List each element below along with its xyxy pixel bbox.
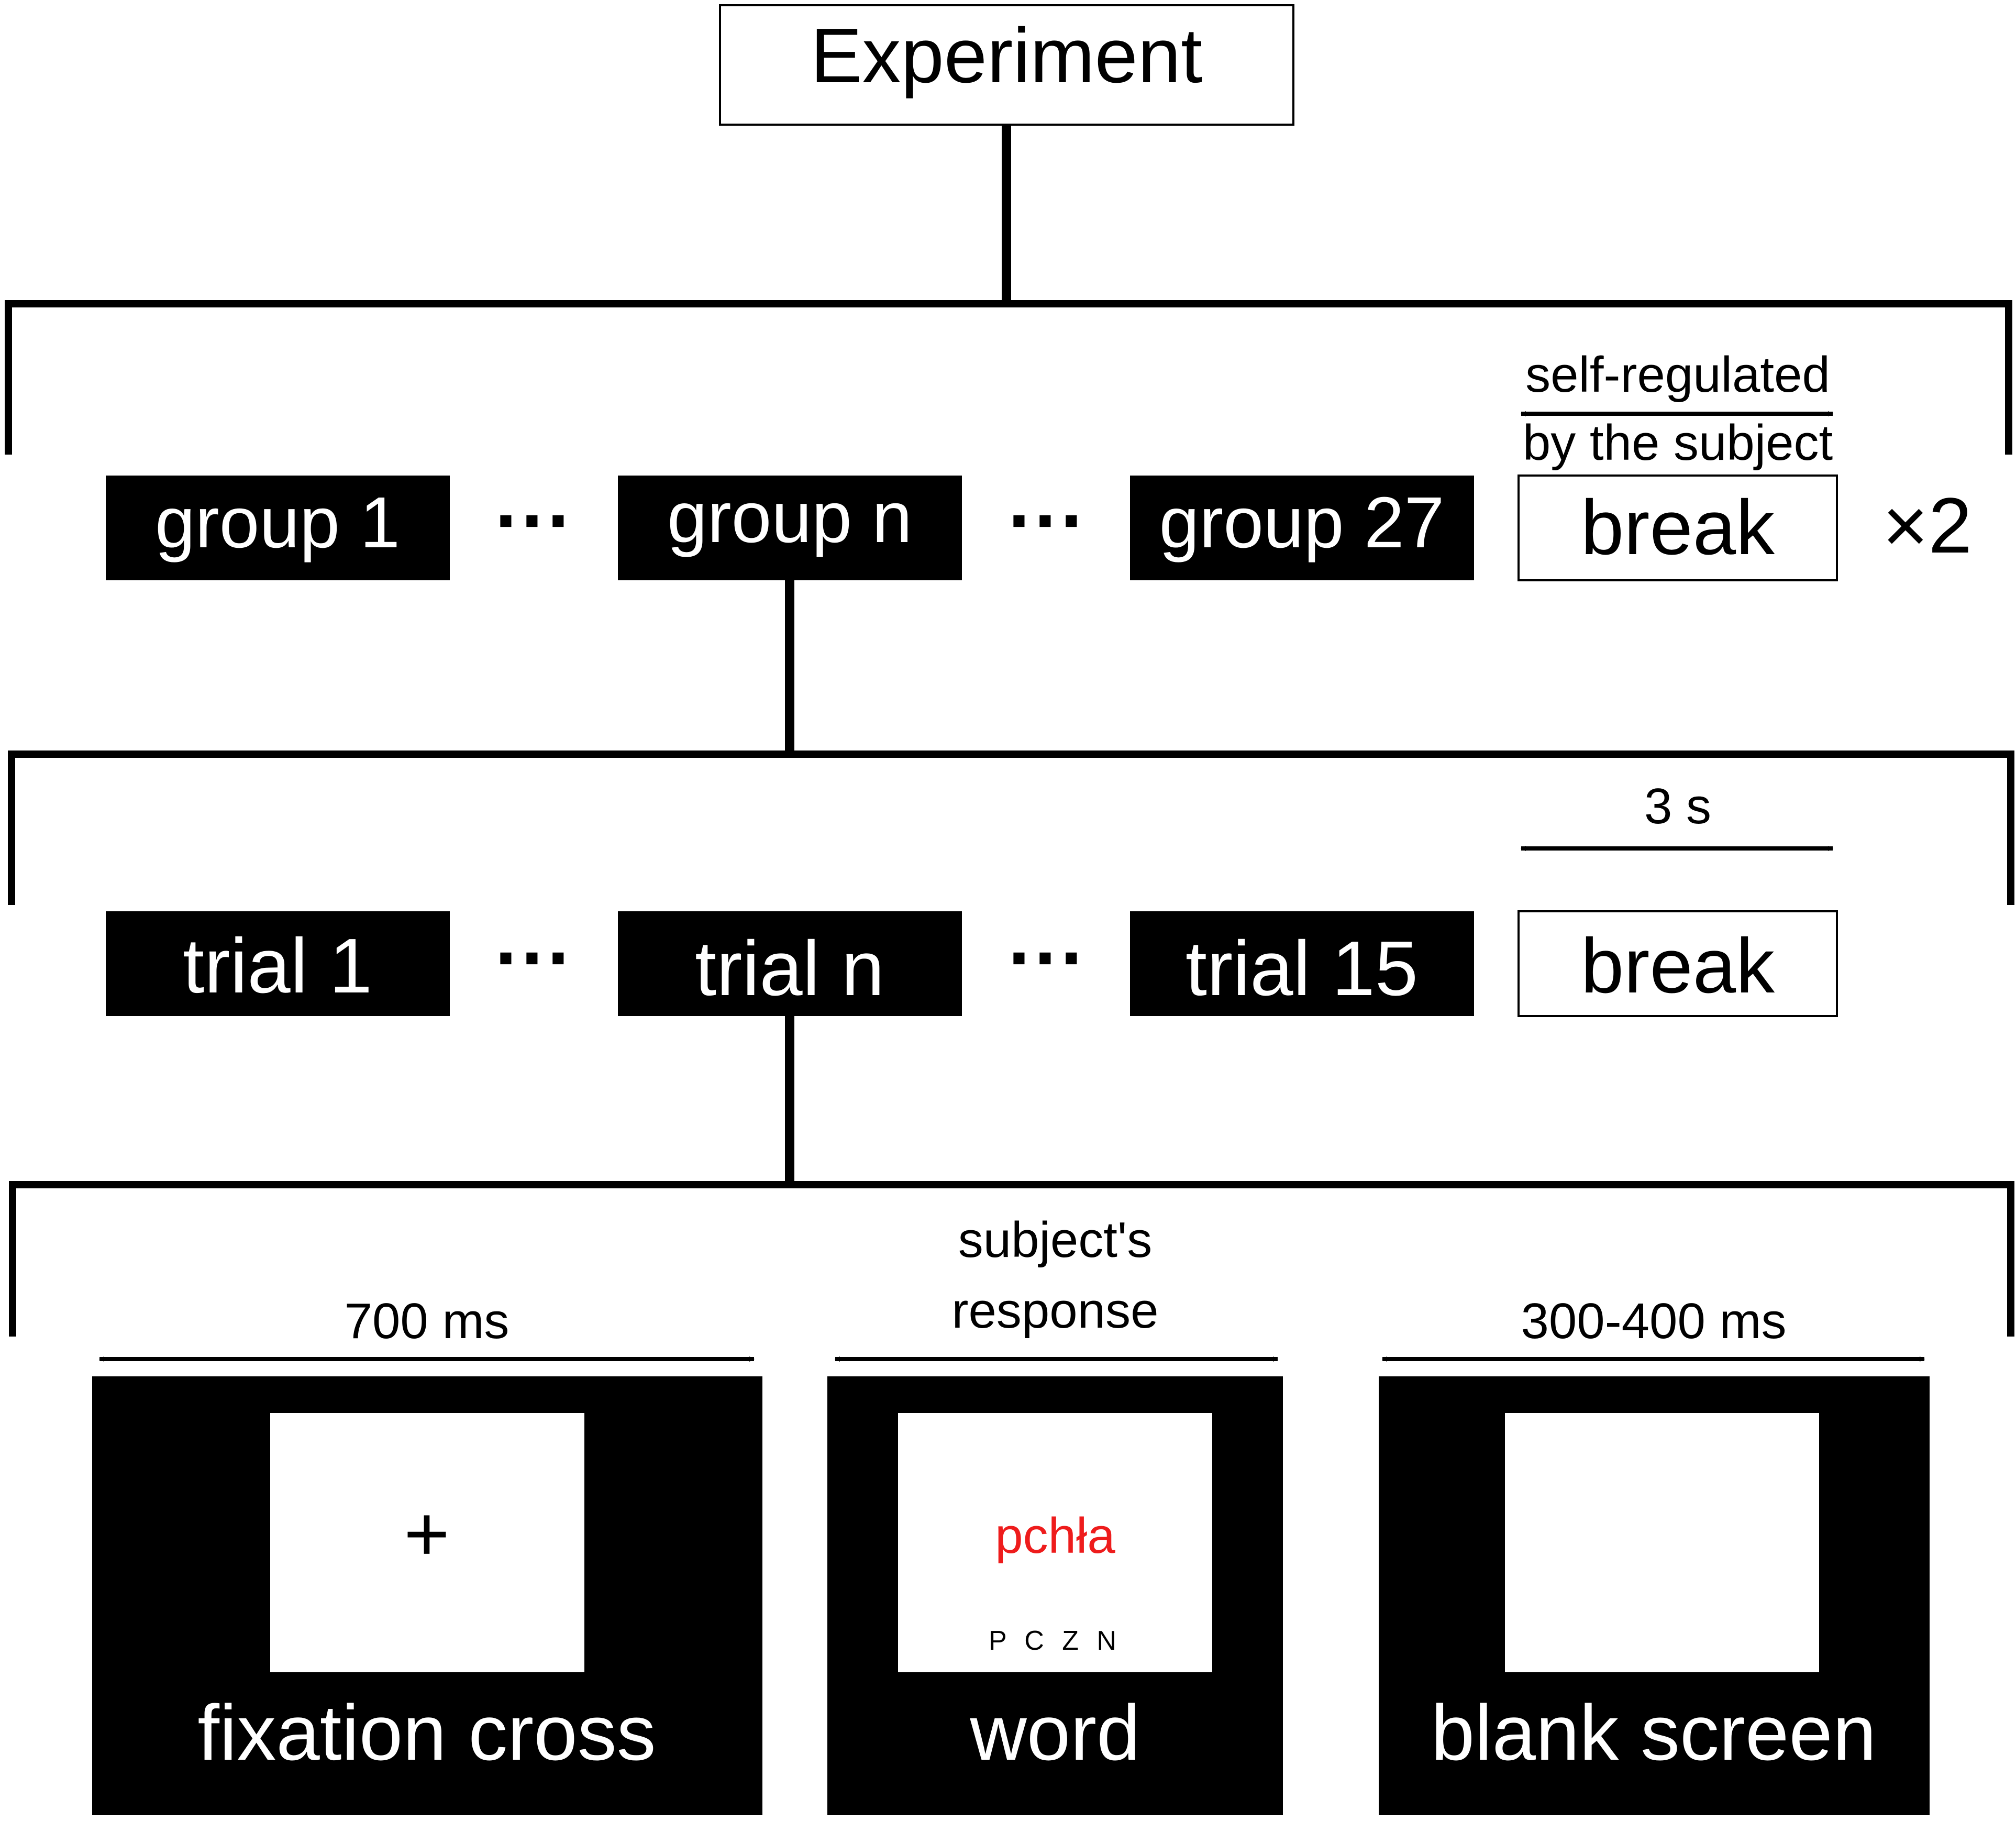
word-duration-line2: response <box>952 1283 1159 1339</box>
group-break-block: break <box>1517 474 1838 581</box>
group-ellipsis-right: ··· <box>1008 476 1087 564</box>
fixation-screen: + fixation cross <box>92 1376 762 1815</box>
group-block-label: group n <box>667 477 912 558</box>
group-level-bracket <box>5 300 2012 455</box>
trial-ellipsis-right: ··· <box>1008 913 1087 1001</box>
group-block-label: group 27 <box>1159 482 1445 563</box>
trial-block-15: trial 15 <box>1130 911 1474 1016</box>
trial-break-duration: 3 s <box>1644 778 1711 834</box>
blank-screen-label: blank screen <box>1431 1688 1877 1776</box>
group-break-duration-line1: self-regulated <box>1525 347 1830 403</box>
group-block-n: group n <box>618 476 962 580</box>
group-block-1: group 1 <box>106 476 450 580</box>
fixation-screen-label: fixation cross <box>197 1688 656 1776</box>
fixation-display <box>270 1413 584 1672</box>
fixation-cross-symbol: + <box>404 1489 450 1577</box>
word-duration-line1: subject's <box>958 1212 1153 1268</box>
trial-block-label: trial n <box>695 925 884 1012</box>
group-block-27: group 27 <box>1130 476 1474 580</box>
experiment-node: Experiment <box>719 4 1294 126</box>
blank-duration: 300-400 ms <box>1521 1293 1787 1349</box>
blank-screen: blank screen <box>1379 1376 1930 1815</box>
repeat-label: ×2 <box>1882 481 1972 569</box>
trial-block-label: trial 1 <box>183 923 372 1009</box>
screens-level-bracket <box>9 1181 2014 1337</box>
trial-break-block: break <box>1517 910 1838 1017</box>
experiment-label: Experiment <box>811 13 1203 99</box>
trial-block-n: trial n <box>618 911 962 1016</box>
group-break-duration-line2: by the subject <box>1523 415 1833 471</box>
blank-display <box>1505 1413 1819 1672</box>
response-keys: P C Z N <box>989 1626 1122 1656</box>
word-display <box>898 1413 1212 1672</box>
trial-break-label: break <box>1581 923 1775 1009</box>
group-block-label: group 1 <box>155 482 400 563</box>
trial-block-label: trial 15 <box>1186 925 1418 1012</box>
fixation-duration: 700 ms <box>345 1293 509 1349</box>
trial-level-bracket <box>8 751 2014 905</box>
trial-block-1: trial 1 <box>106 911 450 1016</box>
group-break-label: break <box>1581 484 1775 571</box>
trial-ellipsis-left: ··· <box>495 913 573 1001</box>
stimulus-word: pchła <box>995 1508 1115 1564</box>
word-screen-label: word <box>969 1688 1140 1776</box>
group-ellipsis-left: ··· <box>495 476 573 564</box>
word-screen: pchła P C Z N word <box>827 1376 1283 1815</box>
